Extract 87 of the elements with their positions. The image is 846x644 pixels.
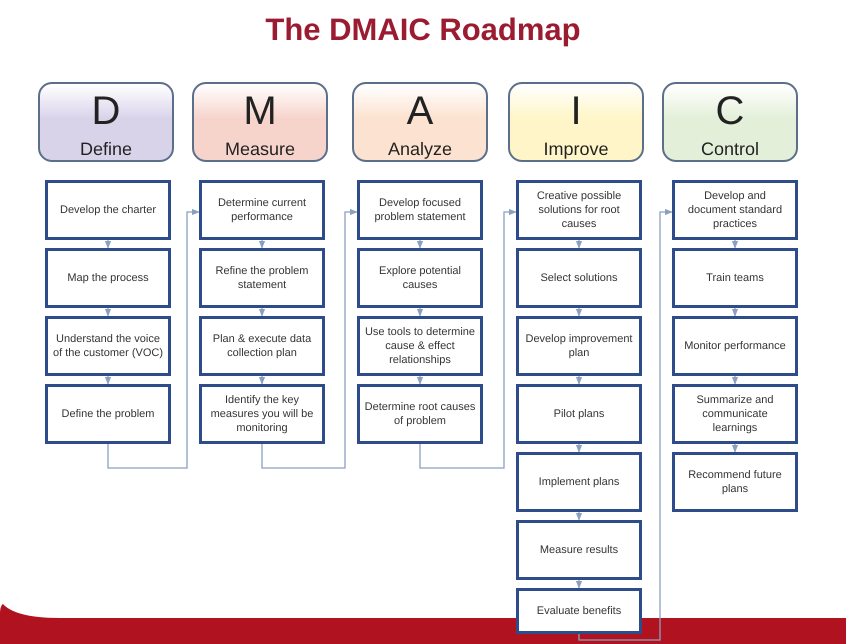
step-box [199, 316, 325, 376]
phase-letter: A [406, 88, 434, 134]
connector-arrow [416, 308, 424, 317]
step-text: Explore potential causes [378, 264, 462, 292]
phase-letter: C [714, 88, 746, 134]
step-text: Select solutions [540, 271, 618, 285]
step-box [199, 180, 325, 240]
phase-header [508, 82, 644, 162]
connector-arrow [576, 512, 582, 521]
step-text: Determine current performance [216, 196, 308, 224]
step-box [672, 384, 798, 444]
step-box [45, 316, 171, 376]
connector-arrow [104, 240, 112, 249]
step-box [516, 452, 642, 512]
step-text: Implement plans [538, 475, 620, 489]
step-box [516, 248, 642, 308]
step-box [672, 180, 798, 240]
connector-arrow [732, 444, 738, 453]
step-box [672, 316, 798, 376]
step-text: Evaluate benefits [536, 604, 622, 618]
phase-letter: M [242, 88, 278, 134]
step-box [357, 316, 483, 376]
phase-header [662, 82, 798, 162]
step-text: Map the process [67, 271, 149, 285]
connector-arrow [732, 308, 738, 317]
step-box [45, 384, 171, 444]
connector-arrow [416, 376, 424, 385]
connector-arrow [732, 240, 738, 249]
step-box [672, 248, 798, 308]
phase-header [192, 82, 328, 162]
step-text: Plan & execute data collection plan [212, 332, 312, 360]
step-box [199, 248, 325, 308]
phase-header [352, 82, 488, 162]
connector-arrow [419, 208, 517, 469]
step-text: Train teams [706, 271, 764, 285]
step-box [45, 248, 171, 308]
step-box [516, 520, 642, 580]
phase-letter: D [90, 88, 122, 134]
step-text: Define the problem [62, 407, 154, 421]
connector-arrow [576, 308, 582, 317]
step-box [516, 316, 642, 376]
step-box [199, 384, 325, 444]
phase-letter: I [569, 88, 583, 134]
phase-name: Measure [224, 138, 296, 160]
step-text: Develop focused problem statement [373, 196, 467, 224]
connector-arrow [104, 308, 112, 317]
step-text: Determine root causes of problem [364, 400, 476, 428]
connector-arrow [261, 208, 358, 469]
phase-name: Define [78, 138, 134, 160]
step-text: Understand the voice of the customer (VOC) [52, 332, 164, 360]
step-text: Identify the key measures you will be monitoring [210, 393, 314, 435]
phase-header [38, 82, 174, 162]
step-text: Summarize and communicate learnings [695, 393, 775, 435]
connector-arrow [107, 208, 200, 469]
connector-arrow [576, 580, 582, 589]
diagram-title: The DMAIC Roadmap [264, 12, 582, 48]
step-box [45, 180, 171, 240]
step-box [357, 384, 483, 444]
phase-name: Control [700, 138, 760, 160]
step-text: Develop the charter [60, 203, 156, 217]
step-text: Pilot plans [554, 407, 604, 421]
step-text: Refine the problem statement [214, 264, 310, 292]
connector-arrow [576, 444, 582, 453]
step-text: Develop and document standard practices [686, 189, 784, 231]
step-box [357, 180, 483, 240]
step-box [516, 180, 642, 240]
connector-arrow [416, 240, 424, 249]
phase-name: Improve [542, 138, 610, 160]
connector-arrow [104, 376, 112, 385]
phase-name: Analyze [386, 138, 454, 160]
step-box [516, 384, 642, 444]
step-box [672, 452, 798, 512]
step-box [357, 248, 483, 308]
connector-arrow [258, 376, 266, 385]
step-text: Monitor performance [684, 339, 786, 353]
connector-arrow [576, 240, 582, 249]
connector-arrow [258, 308, 266, 317]
connector-arrow [732, 376, 738, 385]
step-text: Develop improvement plan [524, 332, 634, 360]
step-text: Use tools to determine cause & effect relationships [364, 325, 476, 367]
step-text: Creative possible solutions for root causes [536, 189, 622, 231]
connector-arrow [258, 240, 266, 249]
connector-arrow [576, 376, 582, 385]
step-text: Measure results [540, 543, 618, 557]
connector-arrow [578, 208, 673, 641]
step-box [516, 588, 642, 634]
step-text: Recommend future plans [687, 468, 783, 496]
